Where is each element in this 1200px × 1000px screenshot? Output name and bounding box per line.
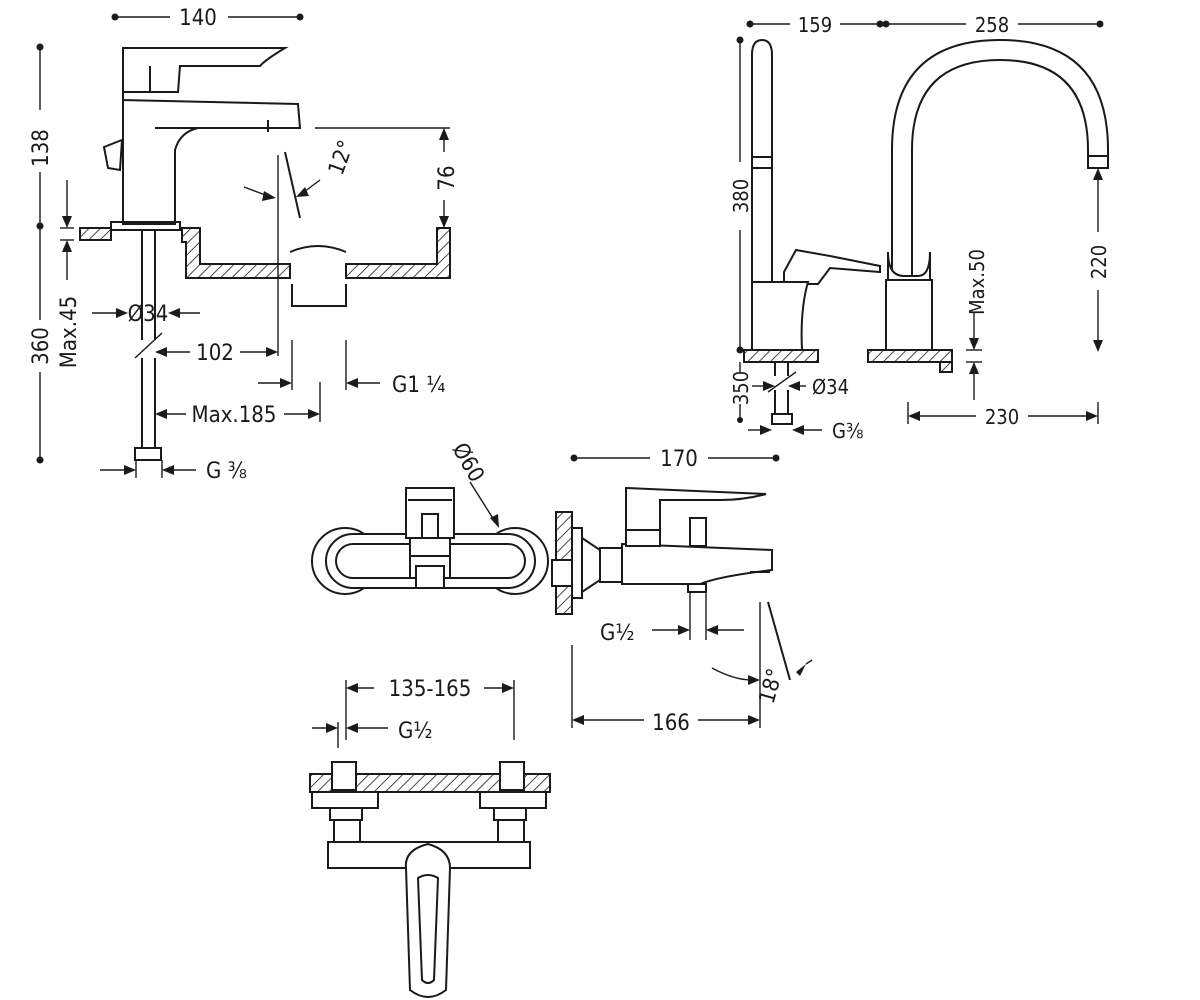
basin-supply-pipe <box>134 230 163 461</box>
kitchen-height-dimension: 380 <box>729 36 753 354</box>
basin-max-reach-label: Max.185 <box>192 403 277 428</box>
kitchen-deck-max-label: Max.50 <box>965 249 989 315</box>
basin-angle-line <box>284 151 301 219</box>
bath-centres-dimension: 135-165 <box>345 677 515 740</box>
basin-deck-section <box>79 227 451 307</box>
basin-mixer-body <box>102 47 302 231</box>
bath-mixer-side-view: 170 G½ 18° 166 <box>551 447 813 736</box>
basin-mixer-drawing: 140 138 360 Max.45 Ø34 12° <box>29 6 460 484</box>
kitchen-base-label: 230 <box>985 405 1019 429</box>
basin-reach-dimension: 102 <box>155 341 278 366</box>
basin-supply-dimension: G ⅜ <box>100 459 247 484</box>
kitchen-height-label: 380 <box>729 179 753 213</box>
basin-deck-dimension: Max.45 <box>57 180 82 368</box>
basin-width-label: 140 <box>179 6 217 31</box>
basin-spout-height-dimension: 76 <box>435 128 460 228</box>
bath-mixer-top-view: 135-165 G½ <box>309 677 551 998</box>
basin-height-label: 138 <box>29 129 54 167</box>
bath-angle-dimension: 18° <box>711 601 813 728</box>
basin-hole-label: Ø34 <box>128 302 169 327</box>
bath-flange-label: Ø60 <box>447 439 489 487</box>
kitchen-hose-label: 350 <box>729 371 753 405</box>
kitchen-hole-label: Ø34 <box>812 375 849 399</box>
bath-projection-label: 170 <box>660 447 698 472</box>
bath-reach-dimension: 166 <box>571 645 760 736</box>
basin-hole-dimension: Ø34 <box>92 302 200 327</box>
kitchen-base-dimension: 230 <box>907 402 1099 429</box>
kitchen-supply-dimension: G⅜ <box>748 419 863 443</box>
basin-reach-label: 102 <box>196 341 234 366</box>
kitchen-supply-label: G⅜ <box>832 419 863 443</box>
kitchen-hole-dimension: Ø34 <box>752 375 849 399</box>
basin-angle-label: 12° <box>324 137 359 179</box>
basin-waste-label: G1 ¼ <box>392 373 445 398</box>
kitchen-top-dimensions: 159 258 <box>746 13 1104 37</box>
kitchen-deck-dimension: Max.50 <box>965 249 989 400</box>
basin-max-reach-dimension: Max.185 <box>155 382 321 428</box>
bath-centres-label: 135-165 <box>389 677 472 702</box>
kitchen-front-view <box>867 38 1109 373</box>
bath-projection-dimension: 170 <box>570 447 780 472</box>
kitchen-mixer-drawing: 159 258 380 220 Max.50 350 <box>729 13 1111 443</box>
basin-angle-dimension: 12° <box>243 137 360 201</box>
kitchen-side-view <box>743 38 881 425</box>
basin-width-dimension: 140 <box>111 6 304 31</box>
kitchen-reach-label: 258 <box>975 13 1009 37</box>
kitchen-clearance-label: 220 <box>1087 245 1111 279</box>
bath-outlet-label: G½ <box>600 621 635 646</box>
bath-inlet-dimension: G½ <box>312 719 433 748</box>
basin-waste-dimension: G1 ¼ <box>258 340 445 398</box>
bath-outlet-dimension: G½ <box>600 592 744 646</box>
basin-supply-label: G ⅜ <box>206 459 247 484</box>
basin-total-height-label: 360 <box>29 327 54 365</box>
basin-deck-max-label: Max.45 <box>57 296 82 368</box>
kitchen-hose-dimension: 350 <box>729 362 753 423</box>
bath-inlet-label: G½ <box>398 719 433 744</box>
bath-mixer-front-view: Ø60 <box>311 439 549 595</box>
bath-reach-label: 166 <box>652 711 690 736</box>
basin-spout-height-label: 76 <box>435 165 460 190</box>
kitchen-clearance-dimension: 220 <box>1087 168 1111 352</box>
kitchen-depth-label: 159 <box>798 13 832 37</box>
basin-height-dimension: 138 360 <box>29 43 54 464</box>
